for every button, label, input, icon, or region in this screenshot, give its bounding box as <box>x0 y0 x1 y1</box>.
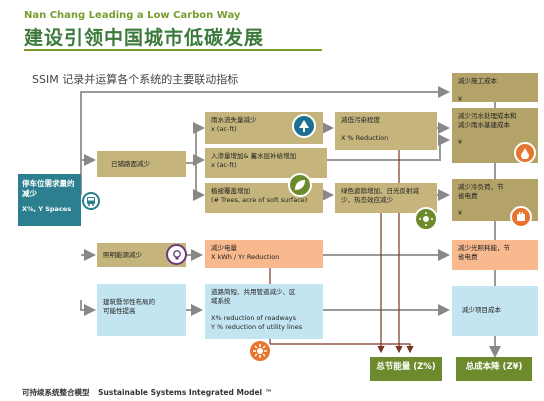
node-building-layout: 建筑暨邻性布局的 可能性提高 <box>97 284 186 336</box>
outcome-project-cost: 减少项目成本 <box>452 286 538 336</box>
diagram-subtitle: SSIM 记录并运算各个系统的主要联动指标 <box>32 73 239 86</box>
leaf-icon <box>288 173 312 197</box>
node-electricity: 减少电量 X kWh / Yr Reduction <box>205 240 323 268</box>
total-energy-savings: 总节能量 (Z%) <box>370 357 442 381</box>
total-cost-reduction: 总成本降 (Z¥) <box>456 357 532 381</box>
footer-caption-cn: 可持续系统整合模型 <box>22 388 90 397</box>
node-road-reduction: 已铺路面减少 <box>97 151 186 177</box>
sun-icon <box>414 207 438 231</box>
bus-icon <box>82 192 100 210</box>
footer-caption: 可持续系统整合模型 Sustainable Systems Integrated… <box>22 387 272 398</box>
root-parking-demand: 停车位需求量的 减少 X%, Y Spaces <box>18 174 81 226</box>
root-title: 停车位需求量的 减少 <box>22 179 75 199</box>
header-divider <box>24 49 322 51</box>
node-utilities: 道路简短、共用管道减少、区 域系统 X% reduction of roadwa… <box>205 284 323 339</box>
header-subtitle-en: Nan Chang Leading a Low Carbon Way <box>24 10 241 21</box>
outcome-light-bill: 减少光照耗能，节 省电费 <box>452 240 538 270</box>
footer-caption-en: Sustainable Systems Integrated Model ™ <box>98 388 273 397</box>
node-pollution: 减低污染程度 X % Reduction <box>335 112 437 150</box>
page-title: 建设引领中国城市低碳发展 <box>24 27 265 49</box>
bulb-icon <box>166 244 187 265</box>
node-infiltration: 入渗量增加& 蓄水层补给增加 x (ac-ft) <box>205 148 327 178</box>
root-metric: X%, Y Spaces <box>22 205 72 214</box>
cog-icon <box>248 339 272 363</box>
power-icon <box>510 206 532 228</box>
outcome-construction-cost: 减少施工成本 ¥ <box>452 73 538 103</box>
tree-icon <box>292 114 316 138</box>
water-drop-icon <box>514 142 536 164</box>
